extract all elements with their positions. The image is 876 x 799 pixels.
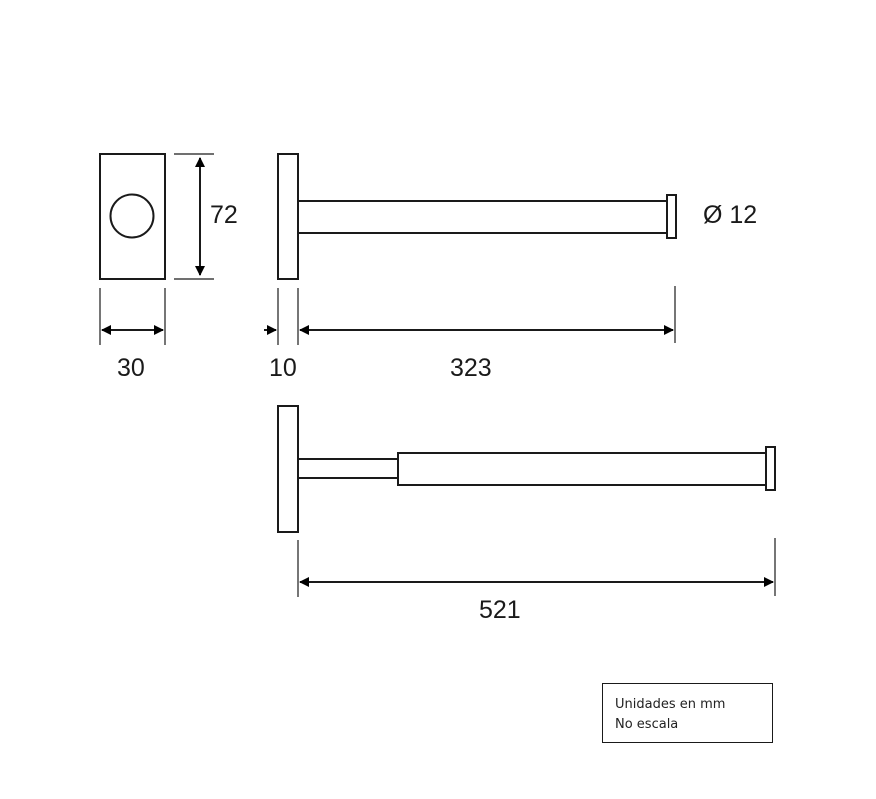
rod-hole-circle bbox=[109, 193, 155, 239]
bar-length-label: 323 bbox=[450, 354, 492, 382]
total-length-label: 521 bbox=[479, 596, 521, 624]
inner-rod bbox=[297, 458, 399, 479]
units-note-line-2: No escala bbox=[615, 717, 679, 732]
rod-end-cap bbox=[666, 194, 677, 239]
rod-body bbox=[297, 200, 668, 234]
side-plate bbox=[277, 153, 299, 280]
height-label: 72 bbox=[210, 201, 238, 229]
units-note-box: Unidades en mm No escala bbox=[602, 683, 773, 743]
diameter-label: Ø 12 bbox=[703, 201, 758, 229]
width-label: 30 bbox=[117, 354, 145, 382]
extended-rod-end-cap bbox=[765, 446, 776, 491]
side-view-retracted bbox=[264, 153, 677, 345]
plate-thickness-label: 10 bbox=[269, 354, 297, 382]
outer-rod bbox=[397, 452, 767, 486]
side-view-extended bbox=[277, 405, 776, 597]
extended-side-plate bbox=[277, 405, 299, 533]
front-view bbox=[99, 153, 214, 345]
units-note-line-1: Unidades en mm bbox=[615, 697, 726, 712]
